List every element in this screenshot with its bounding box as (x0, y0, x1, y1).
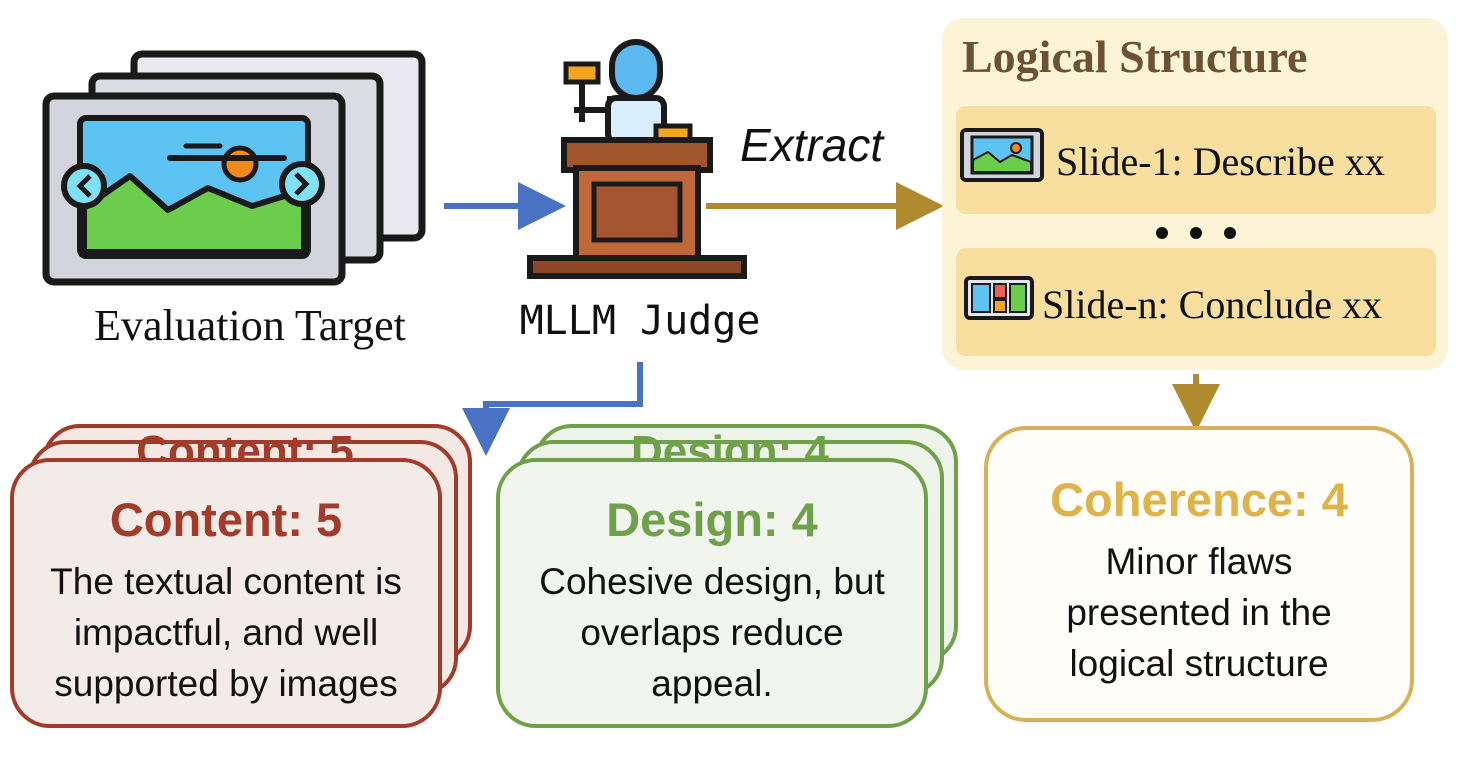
content-score-title: Content: 5 (109, 493, 343, 546)
coherence-line: Minor flaws (1105, 541, 1293, 582)
extract-label: Extract (740, 119, 884, 171)
slide-row-1 (956, 106, 1436, 214)
ellipsis-dots (1156, 227, 1236, 239)
slide-n-text: Slide-n: Conclude xx (1042, 282, 1382, 327)
judge-podium-icon (527, 39, 747, 279)
layout-slide-icon (964, 276, 1034, 320)
content-line: The textual content is (50, 561, 402, 602)
design-description: Cohesive design, but overlaps reduce app… (500, 556, 924, 709)
content-line: supported by images (54, 663, 398, 704)
landscape-slide-icon (960, 128, 1044, 182)
design-line: overlaps reduce (580, 612, 844, 653)
slide-stack-icon (42, 50, 426, 286)
coherence-score-title: Coherence: 4 (1050, 473, 1348, 526)
coherence-card (984, 426, 1414, 722)
content-card-stack: Content: 5 (10, 424, 472, 728)
mllm-judge-label: MLLM Judge (519, 298, 761, 344)
design-line: appeal. (651, 663, 773, 704)
design-card-stack: Design: 4 (496, 424, 958, 728)
coherence-line: presented in the (1066, 592, 1332, 633)
coherence-line: logical structure (1069, 643, 1329, 684)
content-description: The textual content is impactful, and we… (14, 556, 438, 709)
arrow-judge-to-content (462, 362, 643, 456)
content-line: impactful, and well (73, 612, 379, 653)
evaluation-target-label: Evaluation Target (94, 301, 406, 350)
design-score-title: Design: 4 (606, 493, 818, 546)
slide-1-text: Slide-1: Describe xx (1056, 139, 1385, 184)
coherence-description: Minor flaws presented in the logical str… (986, 536, 1412, 689)
logical-structure-title: Logical Structure (962, 31, 1308, 82)
design-line: Cohesive design, but (539, 561, 885, 602)
slide-row-n (956, 248, 1436, 356)
